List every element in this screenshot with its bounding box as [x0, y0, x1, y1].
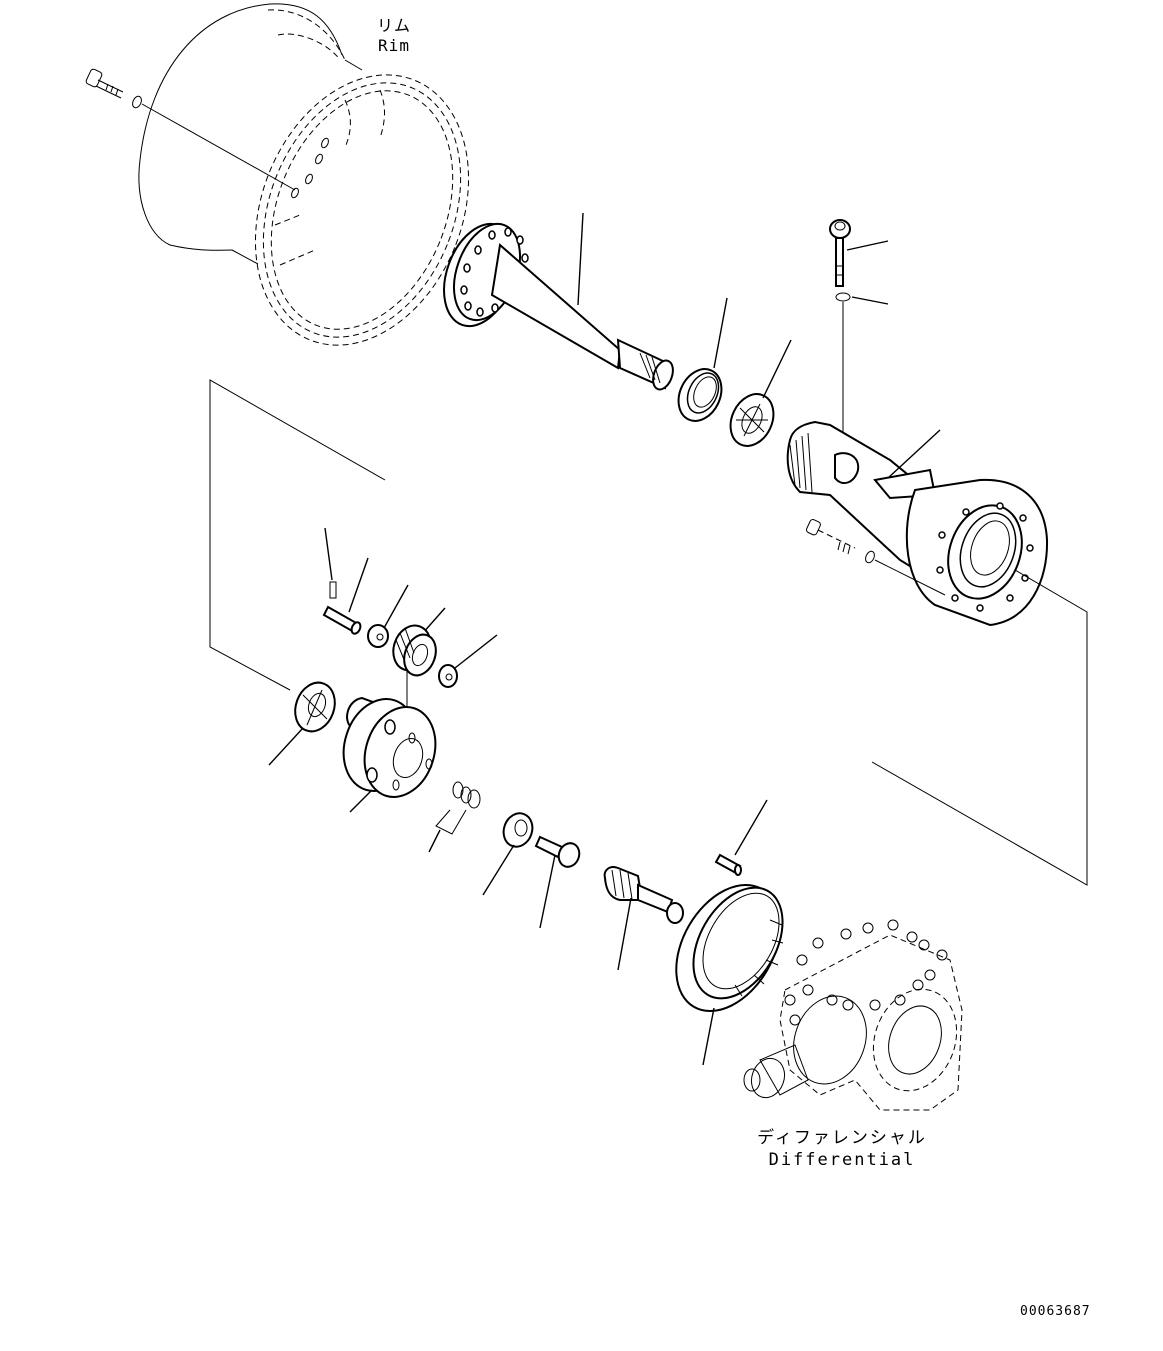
differential-label: ディファレンシャル Differential	[752, 1130, 932, 1174]
rim-bolt-guide-line	[141, 103, 296, 191]
rim-label-en: Rim	[378, 36, 410, 55]
rim-label-jp: リム	[376, 16, 411, 35]
nut-left	[367, 624, 389, 648]
leader-line	[482, 844, 515, 896]
housing-guide-line	[874, 559, 946, 596]
leader-line	[846, 240, 889, 251]
planet-carrier	[342, 696, 437, 798]
small-pin	[329, 581, 337, 599]
leader-line	[702, 1007, 715, 1066]
rim-label: リム Rim	[372, 18, 416, 58]
drawing-number: 00063687	[1020, 1304, 1091, 1319]
leader-line	[428, 829, 441, 853]
differential-label-en: Differential	[768, 1150, 916, 1170]
bearing	[729, 393, 775, 447]
axle-shaft-with-flange	[443, 222, 674, 391]
breather-washer	[835, 292, 851, 302]
carrier-bolt	[534, 835, 581, 868]
rim-washer	[132, 95, 142, 109]
ring-gear	[675, 883, 784, 1013]
leader-line	[348, 557, 369, 613]
leader-line	[617, 897, 632, 971]
rim	[138, 3, 470, 346]
differential-label-jp: ディファレンシャル	[757, 1128, 927, 1148]
assembly-frame-right	[871, 569, 1088, 886]
housing-bolt	[805, 519, 856, 555]
leader-line	[762, 339, 792, 399]
leader-line	[454, 634, 498, 669]
leader-line	[887, 429, 941, 479]
leader-line	[851, 296, 889, 305]
planetary-gear	[392, 624, 437, 677]
breather-bolt	[829, 219, 851, 287]
leader-line	[713, 297, 728, 369]
leader-line	[268, 727, 304, 766]
thrust-washers	[435, 781, 481, 835]
leader-line	[349, 789, 373, 813]
retainer-washer	[502, 812, 534, 848]
ring-gear-pin	[714, 853, 742, 876]
leader-line	[577, 212, 584, 306]
leader-line	[539, 854, 556, 929]
assembly-frame-left	[209, 379, 386, 691]
sun-gear-shaft	[603, 866, 684, 924]
inner-bearing	[294, 681, 336, 733]
axle-housing	[786, 420, 1049, 627]
nut-right	[438, 664, 458, 688]
pinion-shaft-pin	[322, 605, 362, 635]
housing-washer	[865, 550, 875, 564]
oil-seal	[677, 368, 723, 422]
leader-line	[383, 584, 409, 629]
leader-line	[734, 799, 768, 856]
leader-line	[324, 527, 333, 581]
differential	[743, 919, 963, 1111]
rim-bolt	[85, 68, 124, 99]
